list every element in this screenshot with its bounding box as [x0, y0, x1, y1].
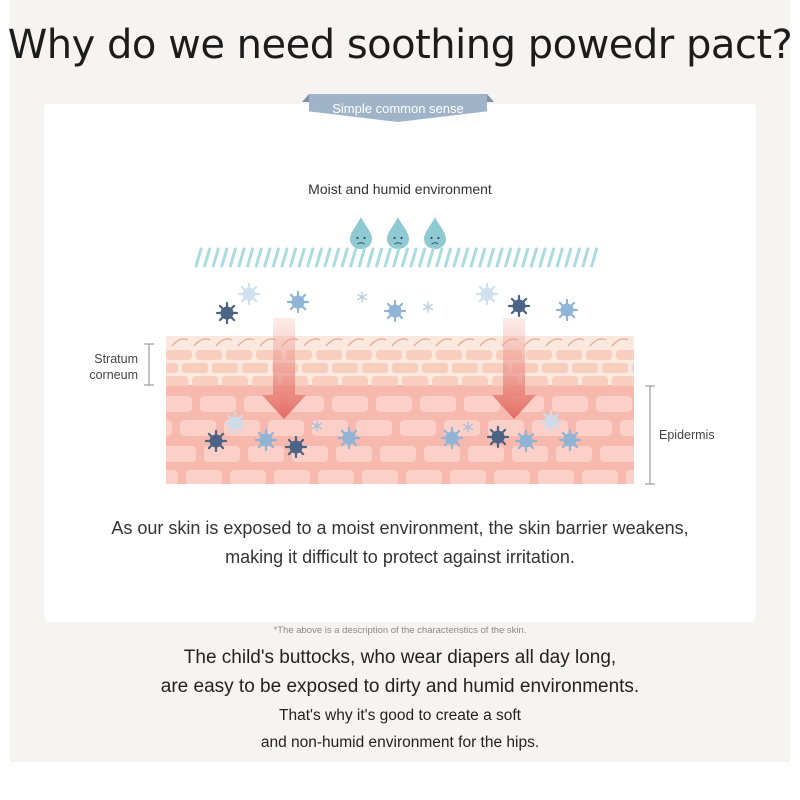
floating-germs-icon [215, 282, 579, 325]
environment-label: Moist and humid environment [308, 181, 492, 197]
tag-fold-right [487, 94, 494, 102]
bottom-text-primary: The child's buttocks, who wear diapers a… [0, 643, 800, 701]
tag-fold-left [302, 94, 309, 102]
bottom-line-3: That's why it's good to create a soft [279, 707, 521, 724]
stratum-corneum-label: Stratum corneum [89, 352, 138, 382]
footnote: *The above is a description of the chara… [273, 625, 527, 636]
penetration-arrow-icons [262, 318, 536, 419]
bottom-line-2: are easy to be exposed to dirty and humi… [160, 676, 640, 697]
description-line-1: As our skin is exposed to a moist enviro… [111, 518, 689, 538]
bottom-line-1: The child's buttocks, who wear diapers a… [183, 647, 617, 668]
bottom-text-secondary: That's why it's good to create a soft an… [0, 702, 800, 756]
bottom-line-4: and non-humid environment for the hips. [260, 734, 540, 751]
skin-cross-section [166, 336, 634, 484]
tag-label: Simple common sense [332, 100, 464, 116]
page-title: Why do we need soothing powedr pact? [7, 22, 793, 68]
sad-droplet-icons [349, 216, 447, 250]
humidity-stripes-icon [194, 247, 599, 268]
epidermis-label: Epidermis [659, 428, 715, 442]
layer-brackets [144, 343, 655, 485]
description-line-2: making it difficult to protect against i… [225, 547, 575, 567]
